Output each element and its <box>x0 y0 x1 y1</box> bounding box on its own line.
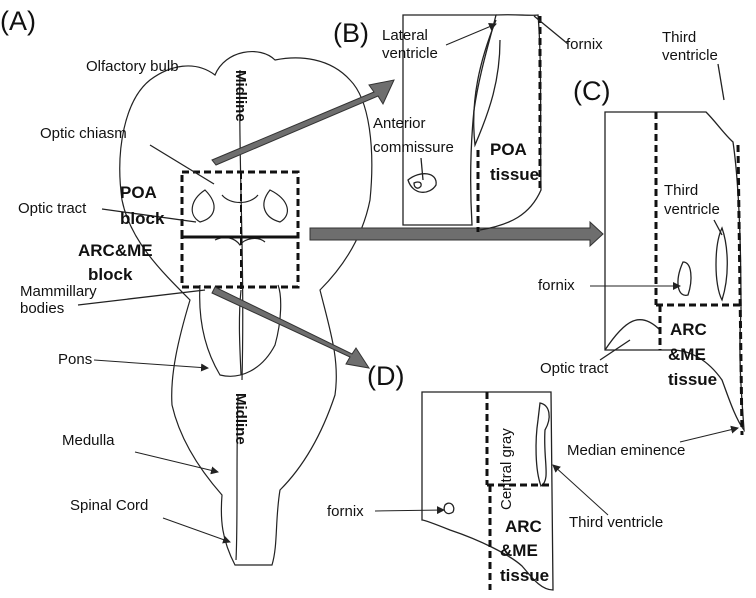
label-anterior-2: commissure <box>373 139 454 156</box>
label-olfactory-bulb: Olfactory bulb <box>86 58 179 75</box>
label-mammillary-1: Mammillary <box>20 283 97 300</box>
label-arc-tissue-c-1: ARC <box>670 320 707 339</box>
arrow-to-c <box>309 220 604 248</box>
label-mammillary-2: bodies <box>20 300 64 317</box>
label-arc-tissue-c-3: tissue <box>668 370 717 389</box>
label-poa-block-2: block <box>120 209 165 228</box>
label-arc-tissue-d-1: ARC <box>505 517 542 536</box>
label-fornix-b: fornix <box>566 36 603 53</box>
label-medulla: Medulla <box>62 432 115 449</box>
label-arc-block-1: ARC&ME <box>78 241 153 260</box>
label-poa-block-1: POA <box>120 183 157 202</box>
label-lateral-ventricle-2: ventricle <box>382 45 438 62</box>
label-lateral-ventricle-1: Lateral <box>382 27 428 44</box>
label-optic-chiasm: Optic chiasm <box>40 125 127 142</box>
label-optic-tract-c: Optic tract <box>540 360 609 377</box>
arrow-to-b <box>211 79 395 166</box>
label-third-ventricle-mid-2: ventricle <box>664 201 720 218</box>
label-third-ventricle-top-1: Third <box>662 29 696 46</box>
arrow-to-d <box>211 286 371 369</box>
label-fornix-d: fornix <box>327 503 364 520</box>
panel-label-a: (A) <box>0 6 36 36</box>
label-fornix-c: fornix <box>538 277 575 294</box>
label-third-ventricle-mid-1: Third <box>664 182 698 199</box>
label-midline-bottom: Midline <box>232 393 249 445</box>
brain-outline <box>119 51 373 566</box>
label-poa-tissue-2: tissue <box>490 165 539 184</box>
label-anterior-1: Anterior <box>373 115 426 132</box>
label-midline-top: Midline <box>232 70 249 122</box>
label-median-eminence: Median eminence <box>567 442 685 459</box>
panel-label-c: (C) <box>573 76 610 106</box>
section-d-outline <box>421 391 554 591</box>
panel-label-b: (B) <box>333 18 369 48</box>
section-b-outline <box>402 14 542 231</box>
label-arc-tissue-d-2: &ME <box>500 541 538 560</box>
label-arc-tissue-c-2: &ME <box>668 345 706 364</box>
label-third-ventricle-top-2: ventricle <box>662 47 718 64</box>
label-poa-tissue-1: POA <box>490 140 527 159</box>
panel-label-d: (D) <box>367 361 404 391</box>
label-arc-tissue-d-3: tissue <box>500 566 549 585</box>
label-pons: Pons <box>58 351 92 368</box>
label-third-ventricle-d: Third ventricle <box>569 514 663 531</box>
label-optic-tract: Optic tract <box>18 200 87 217</box>
label-central-gray: Central gray <box>498 428 515 510</box>
label-arc-block-2: block <box>88 265 133 284</box>
label-spinal-cord: Spinal Cord <box>70 497 148 514</box>
